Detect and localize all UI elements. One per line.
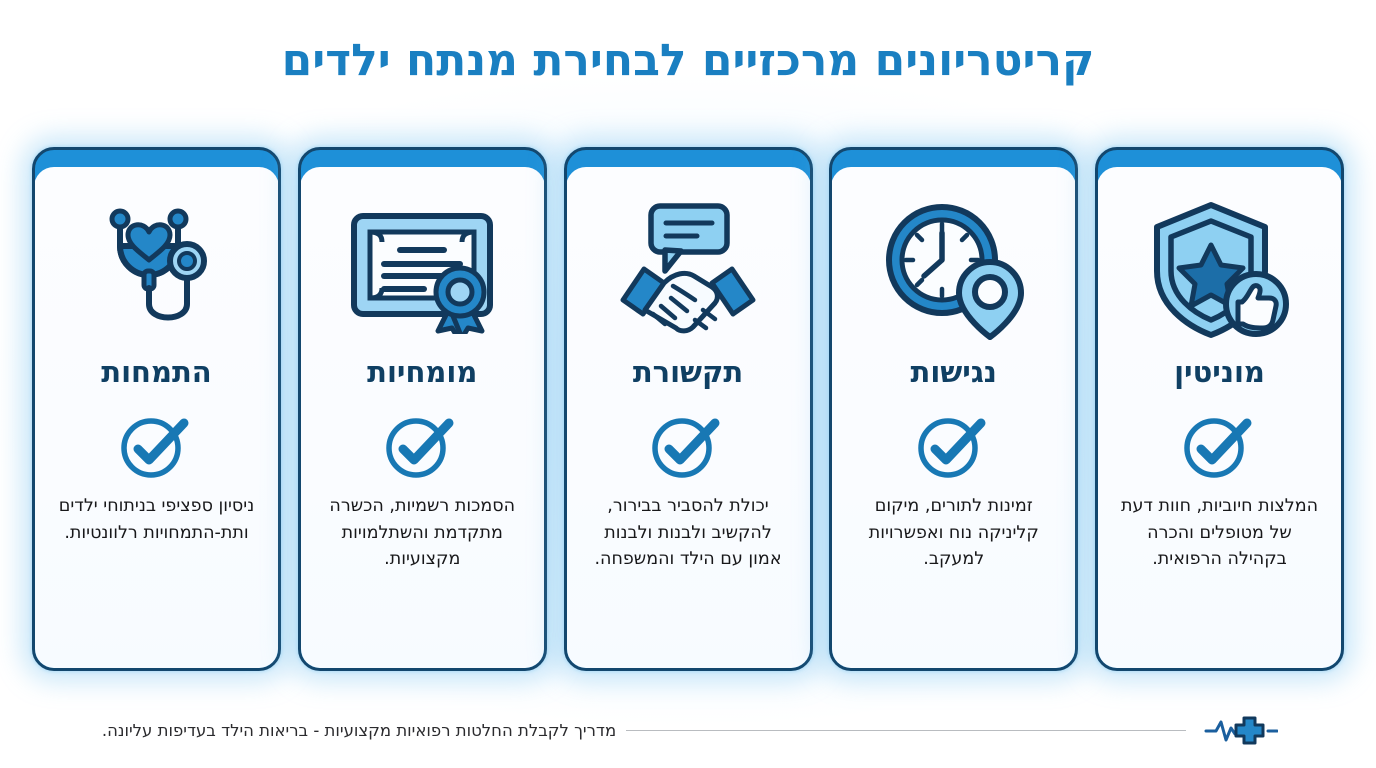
shield-star-thumbsup-icon	[1111, 185, 1328, 355]
card-description: המלצות חיוביות, חוות דעת של מטופלים והכר…	[1120, 496, 1319, 570]
criteria-cards-row: התמחות ניסיון ספציפי בניתוחי ילדים ותת-ה…	[32, 147, 1344, 671]
check-circle-icon	[649, 397, 727, 493]
check-circle-icon	[1181, 397, 1259, 493]
card-description: ניסיון ספציפי בניתוחי ילדים ותת-התמחויות…	[58, 496, 255, 543]
certificate-icon	[314, 185, 531, 355]
criteria-card-communication[interactable]: תקשורת יכולת להסביר בבירור, להקשיב ולבנו…	[563, 147, 813, 671]
criteria-card-accessibility[interactable]: נגישות זמינות לתורים, מיקום קליניקה נוח …	[829, 147, 1079, 671]
card-description: הסמכות רשמיות, הכשרה מתקדמת והשתלמויות מ…	[329, 496, 516, 570]
card-heading: תקשורת	[632, 355, 744, 389]
card-heading: נגישות	[910, 355, 997, 389]
page-title: קריטריונים מרכזיים לבחירת מנתח ילדים	[281, 35, 1095, 86]
footer-divider	[626, 729, 1187, 731]
heartbeat-cross-icon	[1204, 715, 1279, 745]
handshake-speech-bubble-icon	[580, 185, 797, 355]
clock-location-pin-icon	[845, 185, 1062, 355]
criteria-card-expertise[interactable]: מומחיות הסמכות רשמיות, הכשרה מתקדמת והשת…	[297, 147, 547, 671]
card-description: יכולת להסביר בבירור, להקשיב ולבנות ולבנו…	[594, 496, 782, 570]
card-heading: מומחיות	[367, 355, 478, 389]
check-circle-icon	[383, 397, 461, 493]
page-header: קריטריונים מרכזיים לבחירת מנתח ילדים	[0, 35, 1376, 87]
card-heading: התמחות	[101, 355, 212, 389]
check-circle-icon	[118, 397, 196, 493]
criteria-card-reputation[interactable]: מוניטין המלצות חיוביות, חוות דעת של מטופ…	[1095, 147, 1344, 671]
card-heading: מוניטין	[1174, 355, 1265, 389]
criteria-card-specialization[interactable]: התמחות ניסיון ספציפי בניתוחי ילדים ותת-ה…	[32, 147, 281, 671]
card-description: זמינות לתורים, מיקום קליניקה נוח ואפשרוי…	[868, 496, 1039, 570]
page-footer: מדריך לקבלת החלטות רפואיות מקצועיות - בר…	[0, 710, 1376, 750]
stethoscope-icon	[48, 185, 265, 355]
check-circle-icon	[915, 397, 993, 493]
footer-text: מדריך לקבלת החלטות רפואיות מקצועיות - בר…	[101, 720, 617, 740]
